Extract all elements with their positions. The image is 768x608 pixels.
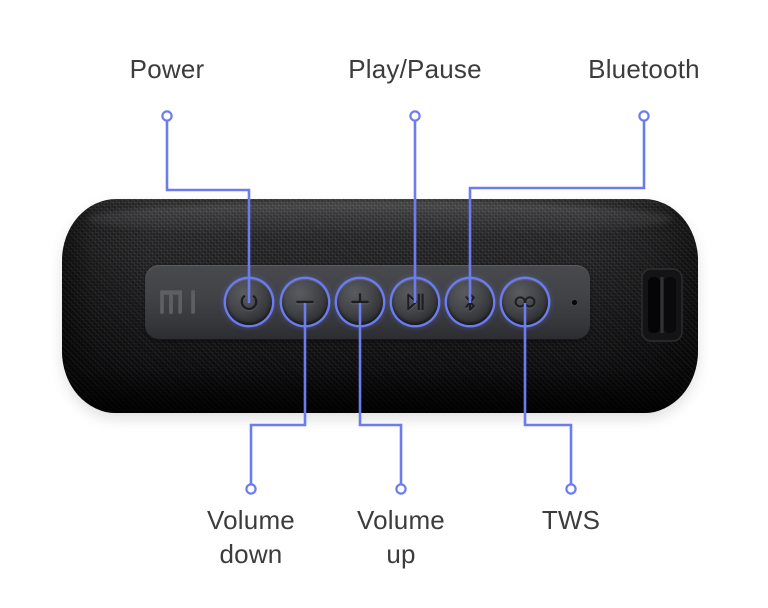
strap-loop <box>641 268 683 342</box>
leader-endpoint-play-pause <box>409 110 421 122</box>
callout-label-power: Power <box>129 54 205 84</box>
callout-label-tws: TWS <box>541 505 601 535</box>
volume-up-button[interactable] <box>337 279 383 325</box>
play-pause-button[interactable] <box>392 279 438 325</box>
control-panel <box>145 265 590 340</box>
leader-endpoint-bluetooth <box>638 110 650 122</box>
led-indicator <box>572 300 577 305</box>
volume-down-button[interactable] <box>282 279 328 325</box>
callout-label-volume-up: Volume up <box>357 505 445 570</box>
tws-button[interactable] <box>502 279 548 325</box>
leader-endpoint-volume-down <box>245 483 257 495</box>
power-button[interactable] <box>226 279 272 325</box>
callout-label-volume-down: Volume down <box>207 505 295 570</box>
speaker-bottom-shadow <box>74 369 686 413</box>
leader-endpoint-power <box>161 110 173 122</box>
mi-logo-icon <box>159 289 201 315</box>
callout-label-bluetooth: Bluetooth <box>588 54 700 84</box>
bluetooth-button[interactable] <box>447 279 493 325</box>
speaker-top-highlight <box>87 201 673 237</box>
leader-endpoint-volume-up <box>395 483 407 495</box>
leader-endpoint-tws <box>565 483 577 495</box>
callout-label-play-pause: Play/Pause <box>348 54 482 84</box>
